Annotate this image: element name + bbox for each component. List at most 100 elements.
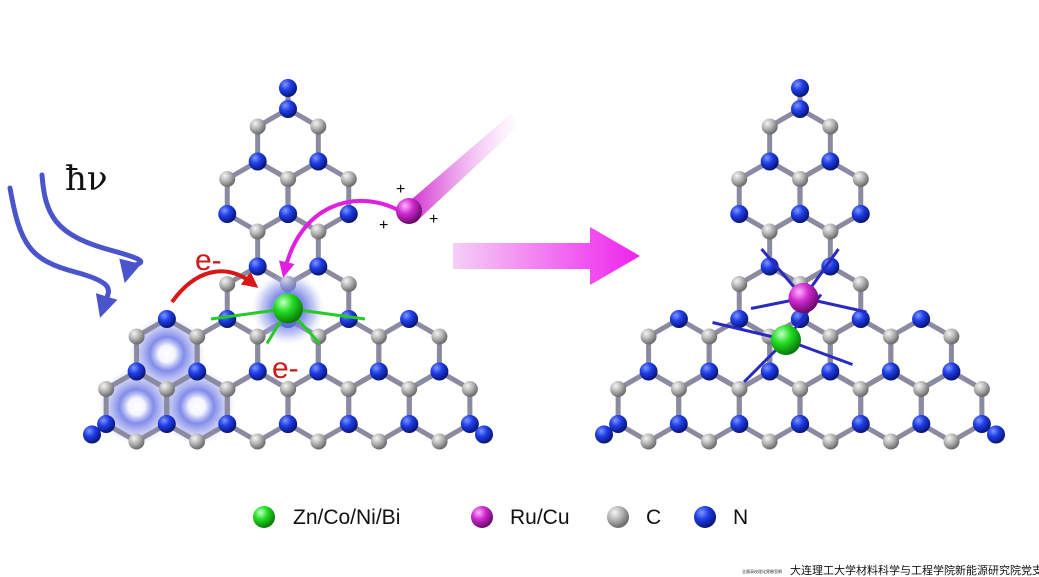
carbon-atom — [731, 381, 748, 397]
single-metal-atom — [771, 325, 801, 355]
legend-swatch-nitrogen — [694, 506, 716, 528]
nitrogen-atom — [730, 310, 749, 328]
light-arrows — [7, 172, 144, 318]
heptazine-framework-left — [83, 79, 493, 450]
dual-metal-site — [712, 248, 867, 384]
nitrogen-atom — [881, 362, 900, 381]
carbon-atom — [731, 171, 748, 187]
nitrogen-atom — [851, 205, 870, 223]
carbon-atom — [701, 433, 717, 450]
footer-watermark: 大连理工大学材料科学与工程学院新能源研究院党支部 — [790, 563, 1039, 577]
legend-swatch-single-metal — [253, 506, 275, 528]
nitrogen-atom — [339, 310, 358, 328]
nitrogen-atom — [309, 257, 328, 276]
nitrogen-atom — [279, 205, 298, 223]
nitrogen-atom — [639, 362, 658, 381]
nitrogen-atom — [279, 100, 297, 118]
carbon-atom — [370, 328, 387, 345]
carbon-atom — [310, 223, 327, 240]
cation-charge-3: + — [429, 211, 438, 228]
metal-cation — [396, 198, 422, 224]
cation-charge-2: + — [379, 217, 388, 234]
nitrogen-atom — [218, 310, 237, 328]
carbon-atom — [249, 433, 266, 450]
carbon-atom — [310, 118, 327, 135]
legend-label-nitrogen: N — [733, 506, 748, 529]
carbon-atom — [822, 118, 839, 135]
nitrogen-atom — [760, 362, 779, 381]
carbon-atom — [761, 118, 778, 135]
carbon-atom — [340, 276, 357, 292]
single-metal-site — [210, 272, 366, 345]
carbon-atom — [640, 433, 657, 450]
carbon-atom — [128, 433, 145, 450]
carbon-atom — [761, 433, 778, 450]
legend: Zn/Co/Ni/Bi Ru/Cu C N — [253, 506, 748, 529]
legend-label-single-metal: Zn/Co/Ni/Bi — [293, 506, 400, 529]
nitrogen-atom — [730, 205, 749, 223]
nitrogen-atom — [157, 310, 176, 328]
nitrogen-atom — [279, 79, 297, 97]
carbon-atom — [128, 328, 145, 345]
nitrogen-atom — [218, 205, 237, 223]
light-arrow-1 — [39, 172, 144, 284]
carbon-atom — [98, 381, 115, 397]
nitrogen-atom — [218, 415, 237, 433]
nitrogen-atom — [912, 415, 931, 433]
carbon-atom — [701, 328, 718, 345]
nitrogen-atom — [942, 362, 961, 381]
carbon-atom — [882, 328, 899, 345]
framework-atoms — [595, 79, 1005, 450]
carbon-atom — [431, 433, 448, 450]
nitrogen-atom — [609, 415, 628, 433]
nitrogen-atom — [475, 425, 493, 444]
nitrogen-atom — [851, 310, 870, 328]
nitrogen-atom — [791, 79, 809, 97]
nitrogen-atom — [460, 415, 479, 433]
carbon-atom — [249, 223, 266, 240]
nitrogen-atom — [339, 415, 358, 433]
carbon-atom — [461, 381, 478, 397]
carbon-atom — [189, 328, 206, 345]
carbon-atom — [640, 328, 657, 345]
legend-swatch-carbon — [607, 506, 629, 528]
excitation-glow — [98, 368, 175, 445]
nitrogen-atom — [700, 362, 719, 381]
carbon-atom — [822, 433, 839, 450]
nitrogen-atom — [430, 362, 449, 381]
carbon-atom — [792, 171, 809, 187]
carbon-atom — [280, 381, 297, 397]
nitrogen-atom — [339, 205, 358, 223]
carbon-atom — [310, 433, 327, 450]
carbon-atom — [158, 381, 175, 397]
nitrogen-atom — [821, 362, 840, 381]
nitrogen-atom — [791, 415, 810, 433]
legend-label-dual-metal: Ru/Cu — [510, 506, 570, 529]
carbon-atom — [219, 276, 236, 292]
carbon-atom — [913, 381, 930, 397]
carbon-atom — [280, 171, 297, 187]
single-metal-atom — [273, 293, 303, 324]
carbon-atom — [431, 328, 448, 345]
light-arrow-2 — [7, 185, 118, 318]
nitrogen-atom — [97, 415, 116, 433]
cation-charge-1: + — [396, 181, 405, 198]
photoexcitation-glows — [98, 316, 235, 445]
photon-label: ħν — [65, 159, 108, 199]
carbon-atom — [189, 433, 205, 450]
nitrogen-atom — [987, 425, 1005, 444]
carbon-atom — [219, 171, 236, 187]
footer-watermark-small: 全國高校理化實驗室網 — [742, 568, 782, 574]
carbon-atom — [371, 433, 387, 450]
legend-swatch-dual-metal — [471, 506, 493, 528]
nitrogen-atom — [369, 362, 388, 381]
nitrogen-atom — [851, 415, 870, 433]
nitrogen-atom — [157, 415, 176, 433]
nitrogen-atom — [248, 152, 267, 171]
nitrogen-atom — [595, 425, 613, 444]
carbon-atom — [340, 381, 357, 397]
nitrogen-atom — [127, 362, 146, 381]
cation-transfer-arrow — [279, 198, 399, 278]
electron-transfer-arrow — [170, 269, 259, 304]
nitrogen-atom — [309, 362, 328, 381]
